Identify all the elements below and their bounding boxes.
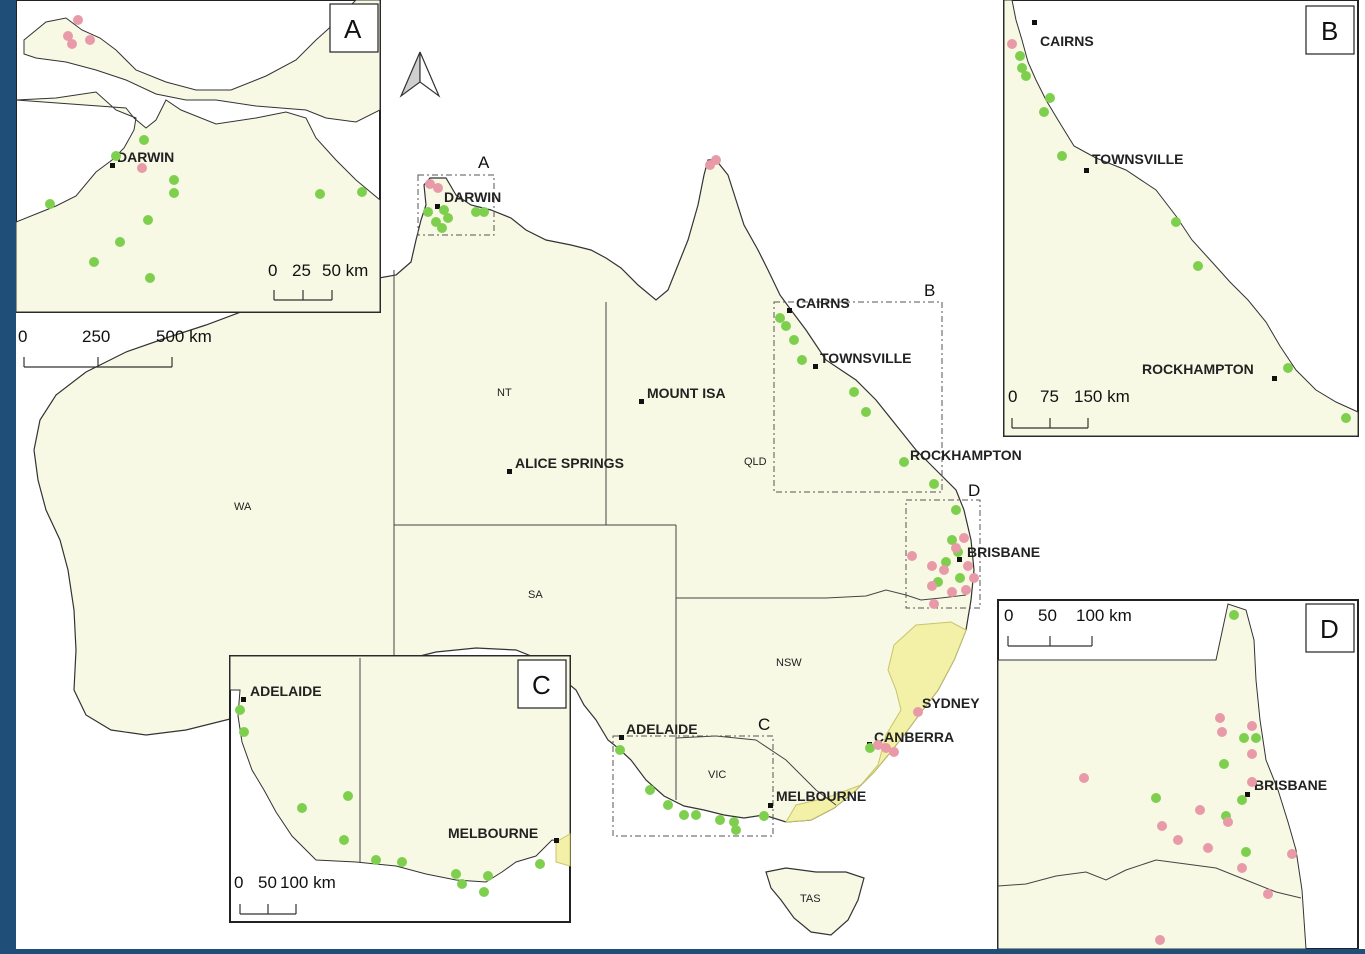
city-label-darwin: DARWIN [444, 189, 501, 205]
inset-c-scale-0: 0 [234, 873, 243, 892]
state-borders [393, 270, 967, 806]
main-scale-250: 250 [82, 327, 110, 346]
state-label-sa: SA [528, 589, 543, 601]
city-label-sydney: SYDNEY [922, 695, 980, 711]
map-figure: A B C D WA NT SA QLD NSW VIC TAS DARWIN … [15, 0, 1365, 950]
city-label-rockhampton: ROCKHAMPTON [910, 447, 1022, 463]
main-scale-bar [23, 357, 173, 368]
inset-d-letter: D [1320, 614, 1339, 644]
main-scale-500: 500 km [156, 327, 212, 346]
extent-box-a [417, 174, 495, 236]
inset-a: DARWIN A 0 25 50 km [15, 0, 381, 313]
extent-label-a: A [478, 153, 490, 172]
inset-a-letter: A [344, 14, 362, 44]
extent-label-c: C [758, 715, 770, 734]
extent-box-c [612, 735, 774, 837]
inset-c-city-adelaide: ADELAIDE [250, 683, 322, 699]
state-label-nt: NT [497, 387, 512, 399]
inset-c-scale-50: 50 [258, 873, 277, 892]
inset-d-scale-0: 0 [1004, 606, 1013, 625]
inset-a-darwin-marker [110, 163, 115, 168]
state-label-nsw: NSW [776, 657, 802, 669]
inset-b-scale-0: 0 [1008, 387, 1017, 406]
state-label-tas: TAS [800, 893, 821, 905]
city-label-cairns: CAIRNS [796, 295, 850, 311]
inset-a-scale-50: 50 km [322, 261, 368, 280]
tasmania [765, 867, 865, 936]
inset-d: BRISBANE D 0 50 100 km [997, 599, 1359, 950]
city-label-mount-isa: MOUNT ISA [647, 385, 726, 401]
main-scale-0: 0 [18, 327, 27, 346]
city-marker-cairns [787, 308, 792, 313]
city-label-melbourne: MELBOURNE [776, 788, 866, 804]
city-marker-mount-isa [639, 399, 644, 404]
city-label-townsville: TOWNSVILLE [820, 350, 912, 366]
extent-box-b [773, 301, 943, 493]
inset-c-city-melbourne: MELBOURNE [448, 825, 538, 841]
inset-b-city-townsville: TOWNSVILLE [1092, 151, 1184, 167]
city-marker-adelaide [619, 735, 624, 740]
inset-a-scale-25: 25 [292, 261, 311, 280]
inset-b-scale-150: 150 km [1074, 387, 1130, 406]
inset-d-city-brisbane: BRISBANE [1254, 777, 1327, 793]
extent-boxes [417, 174, 981, 837]
city-label-alice-springs: ALICE SPRINGS [515, 455, 624, 471]
inset-b-scale-75: 75 [1040, 387, 1059, 406]
city-label-canberra: CANBERRA [874, 729, 954, 745]
state-label-wa: WA [234, 501, 252, 513]
state-label-vic: VIC [708, 769, 726, 781]
inset-a-scale-0: 0 [268, 261, 277, 280]
city-marker-townsville [813, 364, 818, 369]
main-markers [423, 155, 979, 835]
city-marker-alice-springs [507, 469, 512, 474]
city-label-adelaide: ADELAIDE [626, 721, 698, 737]
city-marker-melbourne [768, 803, 773, 808]
north-arrow-icon [399, 51, 441, 98]
highlight-region [785, 621, 967, 823]
inset-b-city-cairns: CAIRNS [1040, 33, 1094, 49]
map-canvas: A B C D WA NT SA QLD NSW VIC TAS DARWIN … [15, 0, 1359, 950]
inset-c-letter: C [532, 670, 551, 700]
inset-b: CAIRNS TOWNSVILLE ROCKHAMPTON B 0 75 150… [1003, 0, 1359, 437]
inset-c-scale-100: 100 km [280, 873, 336, 892]
city-marker-brisbane [957, 557, 962, 562]
state-label-qld: QLD [744, 456, 767, 468]
inset-a-city-darwin: DARWIN [117, 149, 174, 165]
extent-label-b: B [924, 281, 935, 300]
inset-b-letter: B [1321, 16, 1338, 46]
inset-c: ADELAIDE MELBOURNE C 0 50 100 km [229, 655, 571, 923]
extent-label-d: D [968, 481, 980, 500]
city-label-brisbane: BRISBANE [967, 544, 1040, 560]
city-marker-darwin [435, 204, 440, 209]
extent-box-d [905, 499, 981, 609]
inset-d-scale-100: 100 km [1076, 606, 1132, 625]
inset-d-scale-50: 50 [1038, 606, 1057, 625]
inset-b-city-rockhampton: ROCKHAMPTON [1142, 361, 1254, 377]
